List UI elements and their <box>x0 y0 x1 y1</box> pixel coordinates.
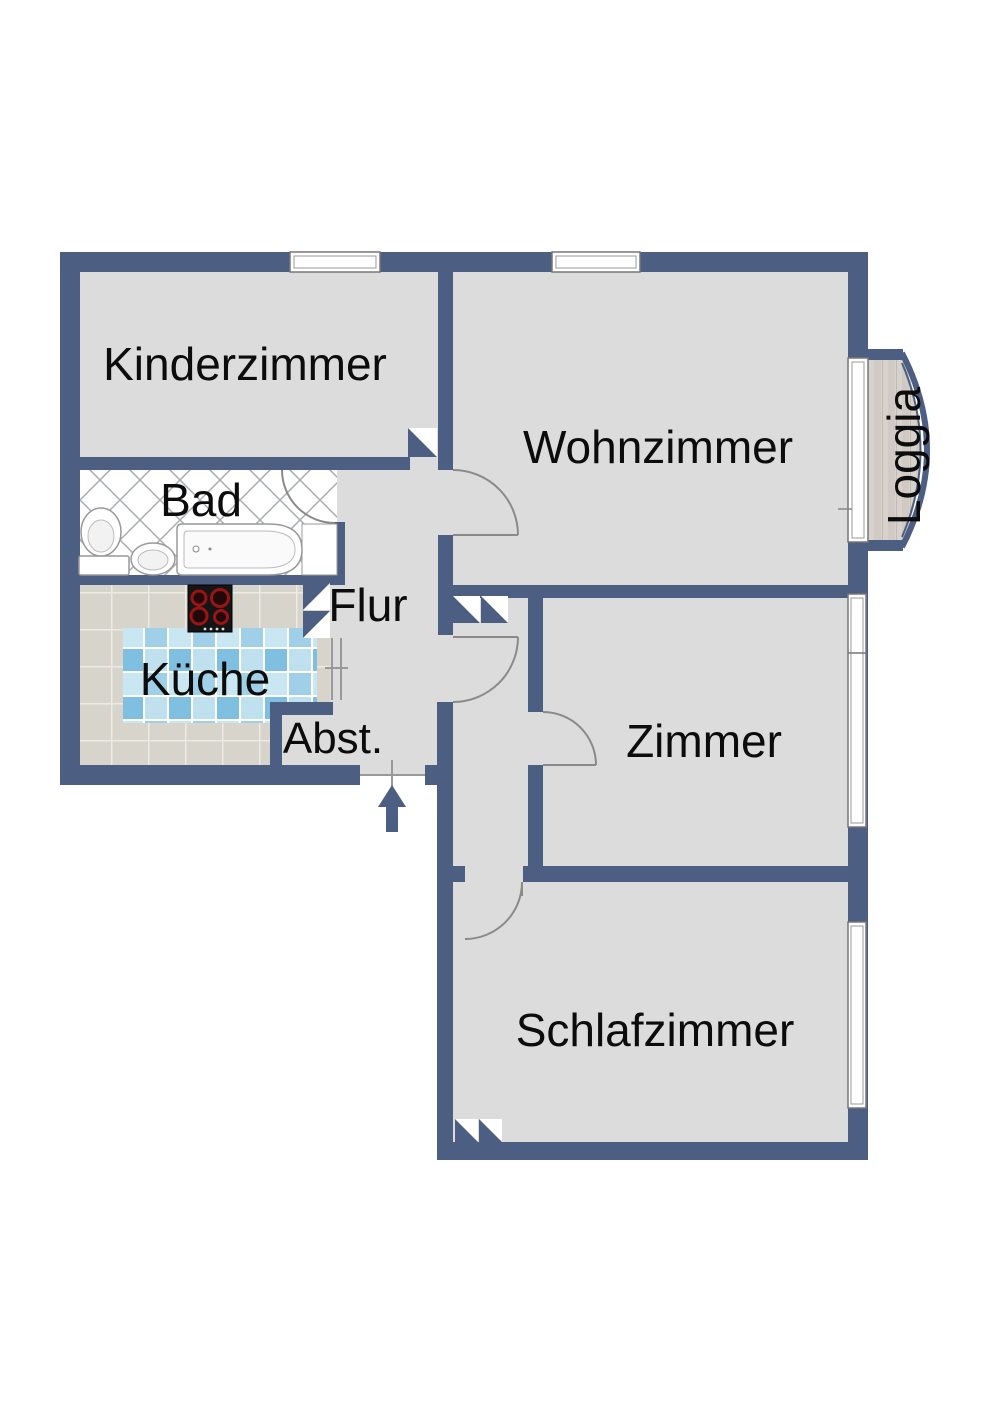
kitchen-fixtures <box>187 584 233 633</box>
flur-lower-door <box>452 636 519 703</box>
bad-door-leaf <box>301 523 338 576</box>
loggia-curve-outer <box>899 351 930 549</box>
bathtub-icon <box>176 523 303 576</box>
wall-schlafzimmer-top-stub <box>453 866 465 882</box>
bath-fixtures <box>78 507 303 576</box>
wall-outer-top <box>60 252 868 272</box>
wall-abst-left <box>270 715 282 765</box>
kueche-label: Küche <box>140 653 270 705</box>
kinderzimmer-opening-marker <box>408 428 437 457</box>
wall-flur-zimmer-lower <box>528 765 543 868</box>
schlafzimmer-opening-marker <box>455 1119 502 1142</box>
wall-loggia-stub-bottom <box>860 540 903 551</box>
zimmer-label: Zimmer <box>626 715 782 767</box>
wall-kinderzimmer-wohnzimmer <box>438 272 453 470</box>
opening-markers <box>303 428 508 1142</box>
wall-outer-bottom-right <box>437 1142 868 1160</box>
room-labels: Kinderzimmer Wohnzimmer Bad Flur Küche A… <box>103 338 930 1056</box>
doors <box>281 469 597 940</box>
bad-label: Bad <box>160 474 242 526</box>
kueche-opening-marker <box>303 583 330 638</box>
wall-outer-bottom-left <box>60 765 438 785</box>
wall-right-section-left <box>437 702 453 1142</box>
wall-zimmer-schlafzimmer <box>523 866 868 882</box>
loggia-label: Loggia <box>878 387 930 526</box>
abst-floor <box>282 715 438 765</box>
schlafzimmer-door <box>464 881 523 940</box>
wall-flur-zimmer-upper <box>528 598 543 712</box>
loggia-curve-inner <box>901 362 922 538</box>
abst-label: Abst. <box>283 714 383 763</box>
wall-outer-left <box>60 252 80 785</box>
kinderzimmer-label: Kinderzimmer <box>103 338 387 390</box>
schlafzimmer-window <box>847 921 867 1109</box>
wall-loggia-stub-top <box>860 349 903 360</box>
wohnzimmer-door <box>452 469 519 536</box>
wohnzimmer-label: Wohnzimmer <box>523 421 793 473</box>
wall-abst-top <box>270 702 333 715</box>
windows <box>289 251 869 1109</box>
floor-right-section <box>438 272 848 1142</box>
zimmer-window <box>847 593 867 828</box>
kinderzimmer-window <box>289 251 381 273</box>
stove-icon <box>187 584 233 633</box>
schlafzimmer-label: Schlafzimmer <box>516 1004 795 1056</box>
wohnzimmer-window <box>551 251 641 273</box>
toilet-icon <box>78 507 130 576</box>
zimmer-door <box>542 711 597 766</box>
sink-icon <box>130 542 176 576</box>
flur-label: Flur <box>328 579 407 631</box>
entrance-arrow-icon <box>378 785 406 832</box>
bad-door <box>281 469 338 576</box>
wall-kinderzimmer-south <box>60 457 410 470</box>
loggia-plank-floor <box>866 358 921 542</box>
floors <box>80 272 921 1142</box>
wall-wohnzimmer-south <box>438 585 868 598</box>
entrance <box>360 760 425 832</box>
wall-bad-south <box>60 575 345 585</box>
loggia-curved-wall <box>899 351 930 549</box>
kueche-threshold <box>325 638 348 700</box>
flur-opening-marker <box>453 596 508 623</box>
loggia-door-window <box>838 357 869 543</box>
